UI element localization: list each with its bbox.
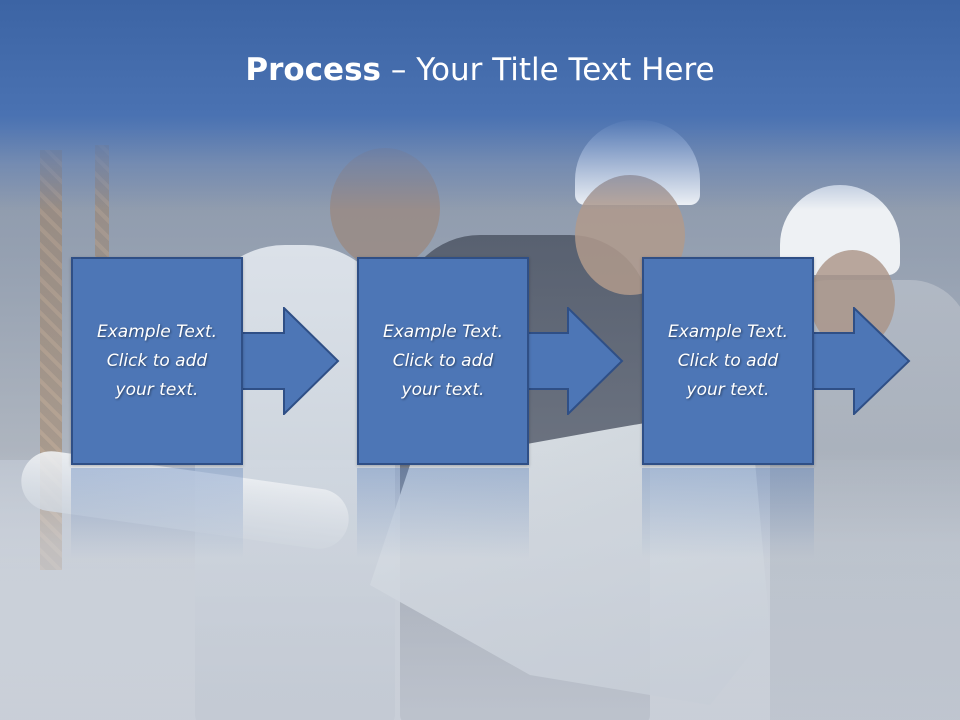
step-text-2: Example Text. Click to add your text. bbox=[382, 321, 504, 400]
title-bold: Process bbox=[245, 52, 381, 88]
step-reflection-3 bbox=[642, 468, 814, 558]
title-rest: – Your Title Text Here bbox=[381, 52, 715, 88]
step-box-3[interactable]: Example Text. Click to add your text. bbox=[642, 257, 814, 465]
step-arrow-1 bbox=[238, 307, 342, 415]
step-box-1[interactable]: Example Text. Click to add your text. bbox=[71, 257, 243, 465]
step-reflection-1 bbox=[71, 468, 243, 558]
step-arrow-3 bbox=[806, 307, 912, 415]
step-text-1: Example Text. Click to add your text. bbox=[96, 321, 218, 400]
step-box-2[interactable]: Example Text. Click to add your text. bbox=[357, 257, 529, 465]
header-band bbox=[0, 0, 960, 210]
step-reflection-2 bbox=[357, 468, 529, 558]
step-text-3: Example Text. Click to add your text. bbox=[667, 321, 789, 400]
bottom-fade bbox=[0, 450, 960, 720]
step-arrow-2 bbox=[522, 307, 626, 415]
slide-title[interactable]: Process – Your Title Text Here bbox=[0, 52, 960, 88]
